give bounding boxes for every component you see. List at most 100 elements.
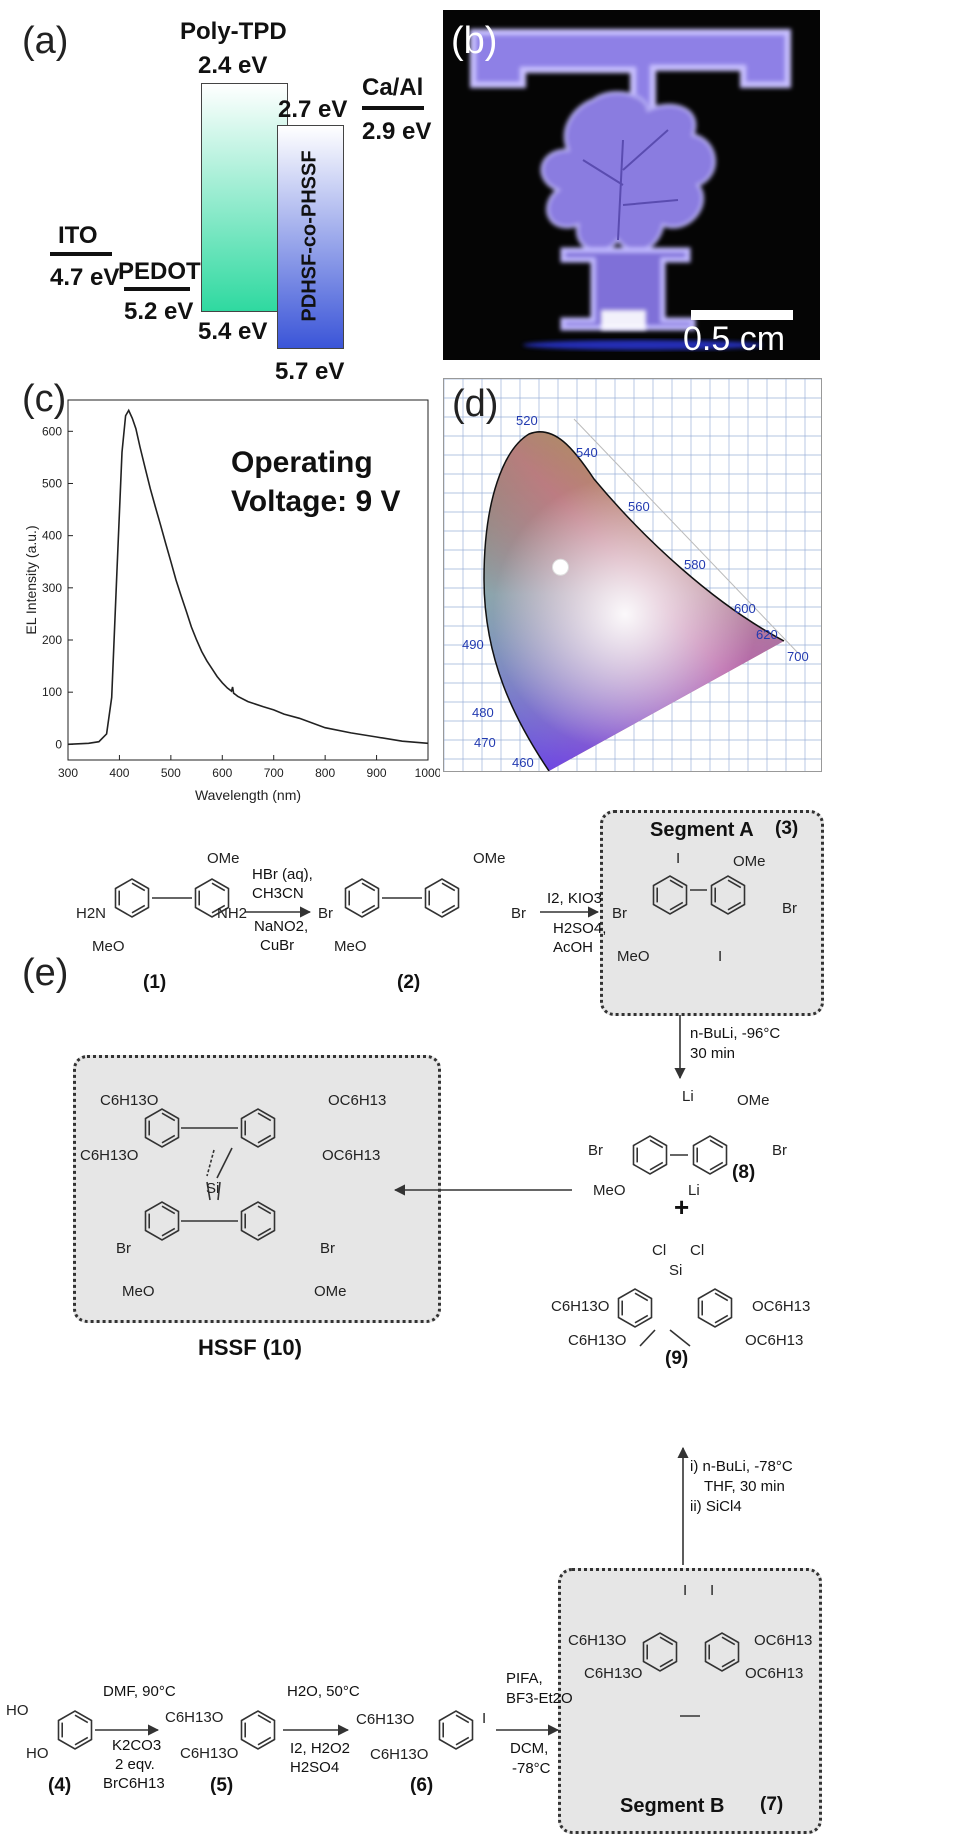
c9-cl-left: Cl [652, 1242, 667, 1259]
y-tick-label: 0 [55, 737, 62, 751]
benzene-ring [144, 1108, 180, 1148]
step7-cond-1: i) n-BuLi, -78°C [690, 1458, 793, 1475]
hssf-ome: OMe [314, 1283, 347, 1300]
step5-cond-2: I2, H2O2 [290, 1740, 351, 1757]
step5-cond-3: H2SO4 [290, 1759, 340, 1776]
segment-a-title: Segment A [650, 819, 754, 841]
c3-i-bottom: I [718, 948, 723, 965]
benzene-ring [710, 875, 746, 915]
benzene-ring [642, 1632, 678, 1672]
c8-br-right: Br [772, 1142, 787, 1159]
hssf-br-left: Br [116, 1240, 131, 1257]
c9-hexo-bottom: C6H13O [568, 1332, 627, 1349]
segment-b-box [558, 1568, 822, 1834]
pedot-value: 5.2 eV [124, 298, 194, 325]
wavelength-label: 460 [512, 755, 534, 770]
hssf-br-right: Br [320, 1240, 335, 1257]
c9-ohex-bottom: OC6H13 [745, 1332, 804, 1349]
benzene-ring [632, 1135, 668, 1175]
compound-6-label: (6) [410, 1775, 434, 1796]
step4-cond-1: DMF, 90°C [103, 1683, 176, 1700]
wavelength-label: 620 [756, 627, 778, 642]
benzene-ring [344, 878, 380, 918]
x-tick-label: 700 [264, 766, 284, 780]
benzene-ring [240, 1108, 276, 1148]
x-tick-label: 300 [58, 766, 78, 780]
segment-b-title: Segment B [620, 1795, 725, 1817]
step7-cond-2: THF, 30 min [704, 1478, 785, 1495]
x-tick-label: 1000 [415, 766, 440, 780]
plot-frame [67, 399, 429, 761]
c8-li-top: Li [682, 1088, 694, 1105]
panel-a-label: (a) [22, 20, 69, 62]
plus-sign: + [674, 1192, 690, 1222]
benzene-ring [194, 878, 230, 918]
el-spectrum-line [67, 408, 429, 746]
ito-value: 4.7 eV [50, 264, 120, 291]
c8-br-left: Br [588, 1142, 603, 1159]
compound-5-label: (5) [210, 1775, 234, 1796]
hssf-si: Si [206, 1180, 220, 1197]
c7-ohex-bottom: OC6H13 [745, 1665, 804, 1682]
compound-9-label: (9) [665, 1348, 689, 1369]
cie-color-point [552, 558, 569, 576]
c1-nh2: NH2 [217, 905, 248, 922]
benzene-ring [240, 1201, 276, 1241]
polymer-homo: 5.7 eV [275, 358, 345, 385]
y-axis-label: EL Intensity (a.u.) [23, 525, 39, 634]
c3-br-right: Br [782, 900, 797, 917]
step4-cond-4: BrC6H13 [103, 1775, 165, 1792]
c7-hexo-top: C6H13O [568, 1632, 627, 1649]
x-tick-label: 600 [212, 766, 232, 780]
ito-level-line [50, 252, 112, 256]
c7-ohex-top: OC6H13 [754, 1632, 813, 1649]
wavelength-label: 520 [516, 413, 538, 428]
compound-7-label: (7) [760, 1794, 784, 1815]
panel-d-label: (d) [452, 383, 499, 425]
step7-cond-3: ii) SiCl4 [690, 1498, 742, 1515]
c9-ohex-top: OC6H13 [752, 1298, 811, 1315]
panel-b-label: (b) [451, 20, 498, 62]
c7-i-right: I [710, 1582, 715, 1599]
hssf-hexo-1: C6H13O [100, 1092, 159, 1109]
step5-cond-1: H2O, 50°C [287, 1683, 360, 1700]
benzene-ring [617, 1288, 653, 1328]
x-tick-label: 800 [315, 766, 335, 780]
polymer-bar: PDHSF-co-PHSSF [277, 125, 344, 349]
y-tick-label: 100 [42, 685, 62, 699]
c1-ome: OMe [207, 850, 240, 867]
cathode-level-line [362, 106, 424, 110]
c6-hexo-bottom: C6H13O [370, 1746, 429, 1763]
scale-bar-label: 0.5 cm [683, 320, 786, 358]
wavelength-label: 600 [734, 601, 756, 616]
hssf-ohex-1: OC6H13 [328, 1092, 387, 1109]
step2-cond-2: H2SO4, [553, 920, 607, 937]
compound-2-label: (2) [397, 972, 421, 993]
step6-cond-1: PIFA, [506, 1670, 543, 1687]
c9-hexo-top: C6H13O [551, 1298, 610, 1315]
benzene-ring [652, 875, 688, 915]
pedot-name: PEDOT [118, 258, 201, 285]
c3-meo: MeO [617, 948, 650, 965]
compound-4-label: (4) [48, 1775, 72, 1796]
c8-ome: OMe [737, 1092, 770, 1109]
operating-annotation-line2: Voltage: 9 V [231, 485, 401, 518]
step2-cond-3: AcOH [553, 939, 594, 956]
pedot-level-line [124, 287, 190, 291]
x-tick-label: 500 [161, 766, 181, 780]
c5-hexo-bottom: C6H13O [180, 1745, 239, 1762]
ito-name: ITO [58, 222, 98, 249]
wavelength-label: 700 [787, 649, 809, 664]
benzene-ring [424, 878, 460, 918]
wavelength-label: 480 [472, 705, 494, 720]
hssf-hexo-2: C6H13O [80, 1147, 139, 1164]
x-tick-label: 400 [109, 766, 129, 780]
c7-hexo-bottom: C6H13O [584, 1665, 643, 1682]
c3-i-top: I [676, 850, 681, 867]
polymer-lumo: 2.7 eV [278, 96, 348, 123]
compound-3-label: (3) [775, 818, 799, 839]
compound-8-label: (8) [732, 1162, 756, 1183]
